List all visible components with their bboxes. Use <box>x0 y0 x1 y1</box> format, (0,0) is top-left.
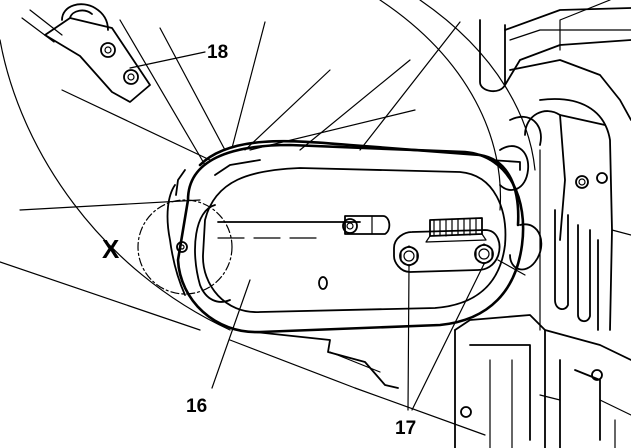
machine-housing <box>454 0 631 448</box>
leader-lines <box>129 51 485 411</box>
callout-18: 18 <box>207 42 228 63</box>
callout-17: 17 <box>395 418 416 439</box>
callout-x: X <box>102 234 120 264</box>
saw-blade <box>0 0 536 436</box>
detail-circle-x <box>137 199 233 295</box>
belt-cover-part-16 <box>166 139 525 389</box>
callout-16: 16 <box>186 396 207 417</box>
bracket-part-18 <box>21 3 151 103</box>
